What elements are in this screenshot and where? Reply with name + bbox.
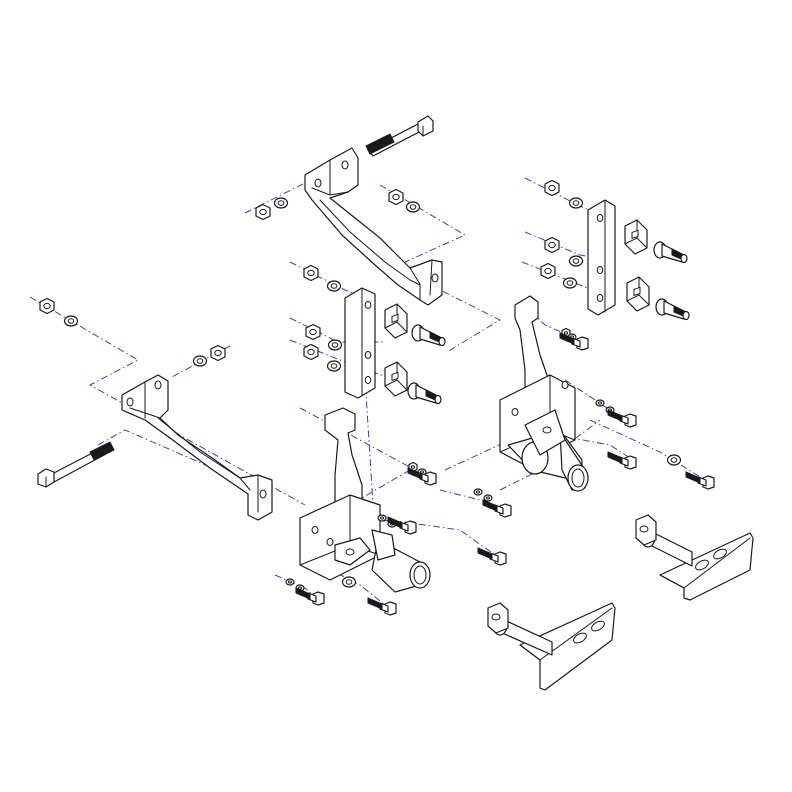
right-mount-washer-4 [473,488,483,496]
center-mount-hexbolt-3 [477,547,507,566]
center-plate-carriage-bolt-bottom [407,382,442,405]
right-mount-washer-5 [483,494,493,502]
right-plate-carriage-bolt-top [653,241,688,264]
left-long-hex-bolt [37,441,115,488]
right-mount-hexbolt-4 [482,499,512,518]
center-mount-washer-4 [285,578,295,586]
top-bracket-nut-left [255,203,271,221]
center-plate-washer-1 [326,280,342,292]
center-mount-hexbolt-5 [367,597,397,616]
center-lower-mount [299,407,431,593]
center-mount-washer-2 [377,514,387,522]
center-mount-washer-6 [341,576,357,588]
center-plate-washer-2 [327,339,343,351]
center-plate-nut-1 [303,264,319,282]
top-bracket-washer-left [273,197,289,209]
left-bracket [121,374,273,521]
right-plate-washer-2 [568,255,584,267]
right-upper-mount [499,295,589,492]
right-plate-nut-3 [540,262,556,280]
lower-pivot-pin-assembly-right [635,514,754,601]
top-bracket-nut-right [388,188,404,206]
right-mount-washer-6 [666,454,682,466]
center-plate-washer-3 [326,360,342,372]
center-plate-nut-2 [305,323,321,341]
top-long-hex-bolt [365,115,434,157]
left-bracket-washer-near [192,355,208,367]
top-bracket [304,147,443,306]
right-plate-sq-washer-bottom [626,276,650,312]
left-bracket-washer-far [63,315,79,327]
center-mounting-plate [344,287,376,399]
right-plate-nut-2 [544,236,560,254]
right-mount-hexbolt-3 [607,451,637,470]
right-mounting-plate [587,199,616,316]
center-plate-sq-washer-bottom [384,361,408,397]
right-mount-hexbolt-5 [685,471,715,490]
left-bracket-nut-far [39,297,55,315]
center-plate-carriage-bolt-top [411,324,446,347]
top-bracket-washer-right [405,201,421,213]
center-mount-hexbolt-4 [295,587,325,606]
right-mount-hexbolt-2 [607,409,637,428]
right-plate-nut-1 [544,179,560,197]
center-plate-sq-washer-top [384,303,408,339]
left-bracket-nut-near [210,344,226,362]
right-plate-sq-washer-top [624,219,648,255]
right-mount-washer-2 [595,399,605,407]
center-plate-nut-3 [303,343,319,361]
lower-pivot-pin-assembly-left [487,602,616,691]
right-plate-carriage-bolt-bottom [655,298,690,321]
right-plate-washer-3 [562,277,578,289]
right-plate-washer-1 [568,197,584,209]
